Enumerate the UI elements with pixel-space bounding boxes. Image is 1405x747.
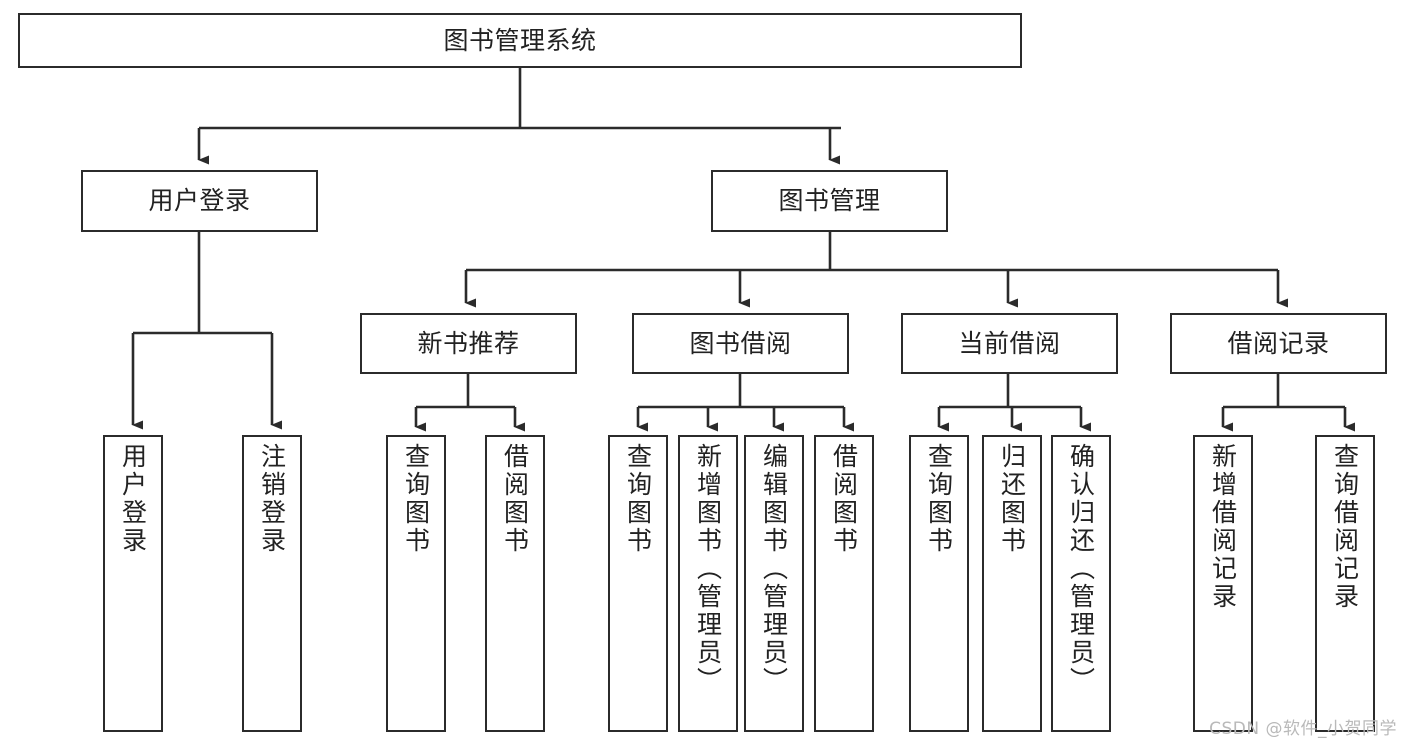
- node-borrow-record[interactable]: 借阅记录: [1170, 313, 1387, 374]
- leaf-cb-query-book-label: 查询图书: [924, 443, 954, 555]
- leaf-br-add-record[interactable]: 新增借阅记录: [1193, 435, 1253, 732]
- node-current-borrow-label: 当前借阅: [958, 328, 1061, 358]
- leaf-cb-return-book-label: 归还图书: [997, 443, 1027, 555]
- leaf-user-logout-label: 注销登录: [257, 443, 287, 555]
- leaf-cb-return-book[interactable]: 归还图书: [982, 435, 1042, 732]
- leaf-user-logout[interactable]: 注销登录: [242, 435, 302, 732]
- csdn-watermark: CSDN @软件_小贺同学: [1209, 719, 1397, 739]
- node-root[interactable]: 图书管理系统: [18, 13, 1022, 68]
- leaf-bb-query-book-label: 查询图书: [623, 443, 653, 555]
- leaf-user-login[interactable]: 用户登录: [103, 435, 163, 732]
- leaf-bb-edit-book[interactable]: 编辑图书（管理员）: [744, 435, 804, 732]
- leaf-rec-borrow-book-label: 借阅图书: [500, 443, 530, 555]
- leaf-br-add-record-label: 新增借阅记录: [1208, 443, 1238, 611]
- node-root-label: 图书管理系统: [443, 25, 597, 55]
- leaf-bb-add-book-label: 新增图书（管理员）: [693, 443, 723, 695]
- leaf-cb-confirm-return[interactable]: 确认归还（管理员）: [1051, 435, 1111, 732]
- leaf-rec-query-book[interactable]: 查询图书: [386, 435, 446, 732]
- node-book-borrow[interactable]: 图书借阅: [632, 313, 849, 374]
- leaf-br-query-record[interactable]: 查询借阅记录: [1315, 435, 1375, 732]
- leaf-rec-borrow-book[interactable]: 借阅图书: [485, 435, 545, 732]
- leaf-cb-query-book[interactable]: 查询图书: [909, 435, 969, 732]
- leaf-bb-add-book[interactable]: 新增图书（管理员）: [678, 435, 738, 732]
- leaf-bb-borrow-book-label: 借阅图书: [829, 443, 859, 555]
- leaf-bb-borrow-book[interactable]: 借阅图书: [814, 435, 874, 732]
- node-new-book-rec-label: 新书推荐: [417, 328, 520, 358]
- node-book-manage-label: 图书管理: [778, 186, 881, 216]
- leaf-bb-edit-book-label: 编辑图书（管理员）: [759, 443, 789, 695]
- leaf-user-login-label: 用户登录: [118, 443, 148, 555]
- leaf-bb-query-book[interactable]: 查询图书: [608, 435, 668, 732]
- leaf-rec-query-book-label: 查询图书: [401, 443, 431, 555]
- node-user-login[interactable]: 用户登录: [81, 170, 318, 232]
- node-book-borrow-label: 图书借阅: [689, 328, 792, 358]
- leaf-br-query-record-label: 查询借阅记录: [1330, 443, 1360, 611]
- node-borrow-record-label: 借阅记录: [1227, 328, 1330, 358]
- leaf-cb-confirm-return-label: 确认归还（管理员）: [1066, 443, 1096, 695]
- node-book-manage[interactable]: 图书管理: [711, 170, 948, 232]
- node-current-borrow[interactable]: 当前借阅: [901, 313, 1118, 374]
- node-user-login-label: 用户登录: [148, 186, 251, 216]
- node-new-book-rec[interactable]: 新书推荐: [360, 313, 577, 374]
